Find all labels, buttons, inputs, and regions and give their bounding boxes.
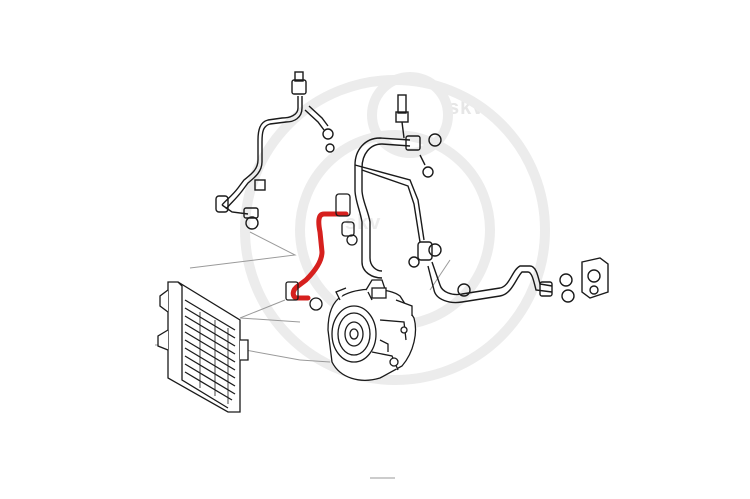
condenser[interactable]: [157, 281, 249, 413]
discharge-hose-fittings: [285, 193, 358, 311]
suction-line[interactable]: [354, 94, 575, 304]
ac-compressor[interactable]: [327, 279, 417, 381]
pressure-sensor[interactable]: [367, 291, 373, 301]
pressure-line-upper[interactable]: [215, 71, 335, 230]
expansion-valve[interactable]: [581, 257, 609, 299]
highlighted-discharge-hose[interactable]: [290, 211, 349, 301]
